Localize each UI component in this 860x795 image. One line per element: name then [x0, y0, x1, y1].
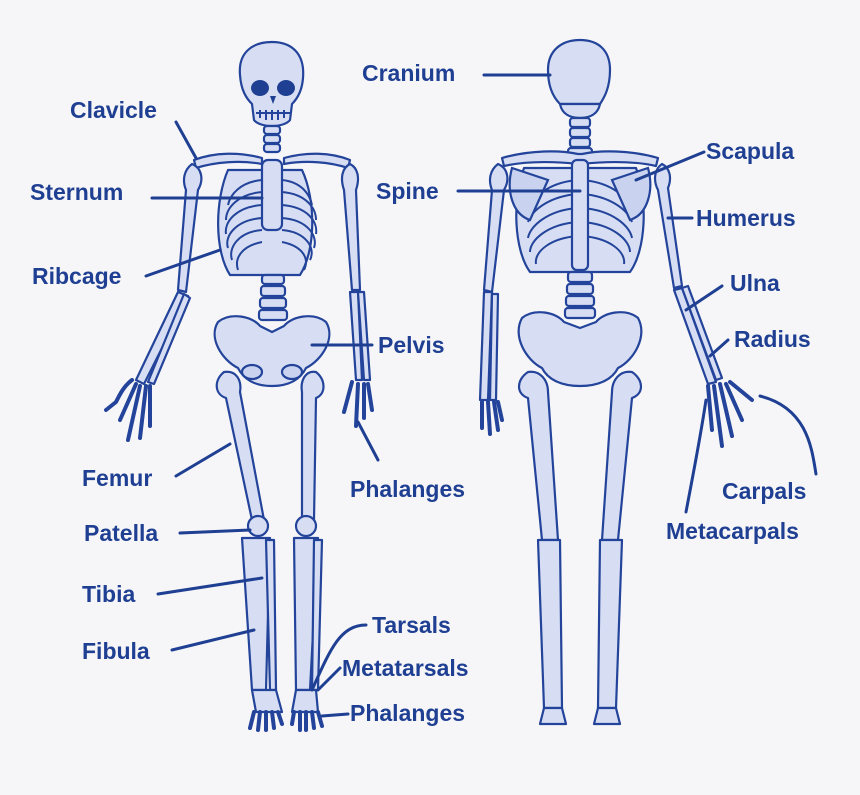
- front-lumbar-spine: [257, 273, 289, 322]
- label-radius: Radius: [734, 326, 811, 352]
- back-skull: [546, 38, 612, 106]
- label-metacarpals: Metacarpals: [666, 518, 799, 544]
- label-carpals: Carpals: [722, 478, 807, 504]
- label-metatarsals: Metatarsals: [342, 655, 469, 681]
- back-skeleton: [478, 38, 754, 726]
- label-ribcage: Ribcage: [32, 263, 122, 289]
- front-left-arm: [340, 162, 374, 428]
- back-pelvis: [517, 311, 643, 388]
- label-pelvis: Pelvis: [378, 332, 445, 358]
- leader-lines: [144, 73, 818, 718]
- label-scapula: Scapula: [706, 138, 795, 164]
- label-tibia: Tibia: [82, 581, 136, 607]
- front-skeleton: [104, 40, 374, 732]
- front-clavicle-right: [192, 152, 264, 170]
- back-lumbar-spine: [563, 270, 597, 320]
- label-fibula: Fibula: [82, 638, 150, 664]
- front-right-leg: [215, 370, 284, 732]
- label-phalanges-foot: Phalanges: [350, 700, 466, 726]
- label-femur: Femur: [82, 465, 153, 491]
- front-neck: [262, 124, 282, 154]
- back-left-arm: [653, 162, 754, 448]
- front-left-leg: [290, 370, 325, 732]
- front-clavicle-left: [282, 152, 352, 170]
- label-sternum: Sternum: [30, 179, 124, 205]
- label-clavicle: Clavicle: [70, 97, 157, 123]
- front-ribcage: [217, 158, 318, 277]
- front-skull: [238, 40, 305, 128]
- label-phalanges-hand: Phalanges: [350, 476, 466, 502]
- back-spine: [566, 116, 594, 159]
- label-ulna: Ulna: [730, 270, 780, 296]
- label-tarsals: Tarsals: [372, 612, 451, 638]
- label-cranium: Cranium: [362, 60, 456, 86]
- back-right-leg: [517, 370, 568, 726]
- label-spine: Spine: [376, 178, 439, 204]
- back-ribcage: [508, 158, 652, 274]
- label-patella: Patella: [84, 520, 159, 546]
- back-left-leg: [592, 370, 643, 726]
- back-right-arm: [478, 162, 509, 436]
- front-right-arm: [104, 162, 203, 442]
- label-humerus: Humerus: [696, 205, 796, 231]
